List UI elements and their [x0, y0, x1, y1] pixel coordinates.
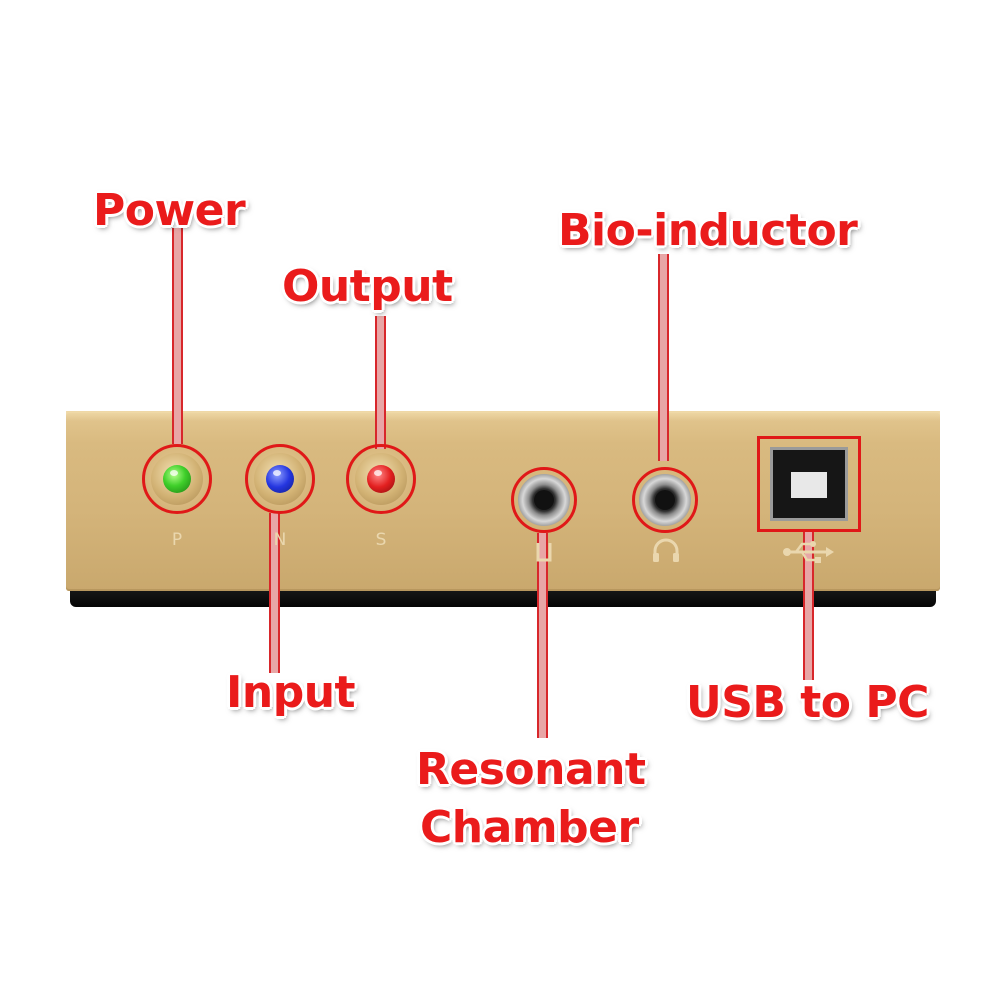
- power-label: Power: [93, 185, 246, 236]
- usb-callout-line: [803, 530, 814, 680]
- led-mark-s: S: [375, 530, 387, 550]
- output-label: Output: [282, 261, 453, 312]
- resonant-chamber-label-line1: Resonant: [416, 744, 646, 795]
- output-led-lens: [367, 465, 395, 493]
- usb-port-tongue: [791, 472, 827, 498]
- output-callout-line: [375, 316, 386, 449]
- led-mark-p: P: [171, 530, 183, 550]
- bio-inductor-label: Bio-inductor: [558, 205, 858, 256]
- usb-port-highlight: [757, 436, 861, 532]
- power-led: [142, 444, 212, 514]
- bio-inductor-jack[interactable]: [632, 467, 698, 533]
- resonant-chamber-jack[interactable]: [511, 467, 577, 533]
- usb-to-pc-label: USB to PC: [686, 677, 929, 728]
- chamber-symbol-icon: [536, 543, 552, 562]
- led-mark-n: N: [273, 530, 287, 550]
- usb-symbol-icon: [783, 541, 834, 563]
- headphones-icon: [653, 538, 679, 562]
- input-led-lens: [266, 465, 294, 493]
- input-led: [245, 444, 315, 514]
- power-led-lens: [163, 465, 191, 493]
- input-label: Input: [226, 667, 356, 718]
- bio-inductor-callout-line: [658, 254, 669, 461]
- resonant-chamber-label-line2: Chamber: [420, 802, 639, 853]
- input-callout-line: [269, 513, 280, 673]
- power-callout-line: [172, 228, 183, 444]
- usb-b-port[interactable]: [770, 447, 848, 521]
- resonant-chamber-callout-line: [537, 533, 548, 738]
- output-led: [346, 444, 416, 514]
